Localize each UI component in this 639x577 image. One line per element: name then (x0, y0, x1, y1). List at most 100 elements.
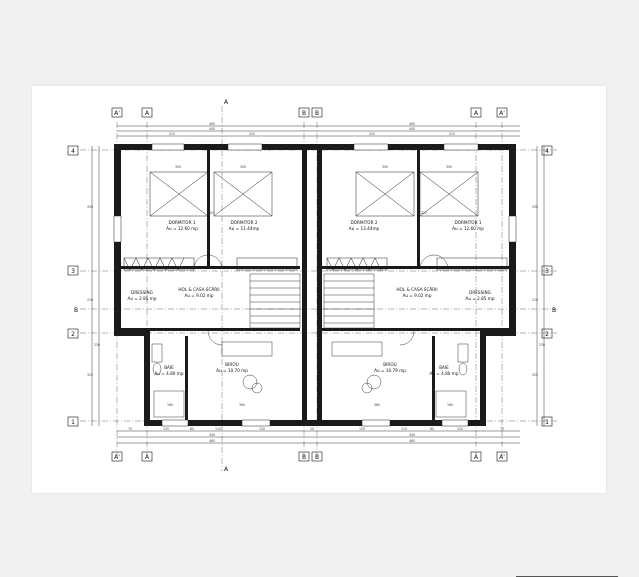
axis-bottom-2: A (145, 454, 150, 461)
room-birou-right-name: BIROU (383, 362, 396, 367)
axis-top-2: A (145, 110, 150, 117)
dim-side-right-4: 325 (532, 373, 538, 377)
axis-top-3: B (302, 110, 306, 117)
room-birou-left-name: BIROU (225, 362, 238, 367)
beds (123, 171, 508, 271)
axis-bottom-5: A (474, 454, 479, 461)
dim-interior-4: 300 (446, 165, 452, 169)
room-dormitor2-right-area: Au = 13.44mp (349, 226, 380, 231)
axis-top-1: A' (114, 110, 120, 117)
dim-bottom-part-6: 20 (310, 427, 314, 431)
axis-right-2: 2 (545, 331, 549, 338)
dim-bottom-part-2: 120 (163, 427, 169, 431)
room-hol-left-area: Au = 9.02 mp (184, 293, 213, 298)
dim-side-left-2: 210 (87, 298, 93, 302)
axis-left-3: 3 (71, 268, 75, 275)
dim-interior-1: 300 (175, 165, 181, 169)
dim-interior-9: 322 (209, 211, 215, 215)
dim-top-mid-left: 440 (209, 127, 215, 131)
drawing-sheet: A' A B B A A' A' A B B A A' 4 3 2 1 4 3 … (32, 86, 618, 577)
dim-bottom-part-5: 120 (259, 427, 265, 431)
dim-interior-5: 360 (239, 403, 245, 407)
dim-side-right-3: 230 (539, 343, 545, 347)
room-dressing-left-name: DRESSING (131, 290, 153, 295)
dim-interior-3: 300 (382, 165, 388, 169)
dim-interior-2: 300 (240, 165, 246, 169)
room-baie-left-area: Au = 4.80 mp (154, 371, 183, 376)
dim-bottom-part-10: 120 (457, 427, 463, 431)
dim-top-mid-right: 440 (409, 127, 415, 131)
dim-top-part-2: 225 (249, 132, 255, 136)
dim-bottom-part-8: 115 (401, 427, 407, 431)
axis-bottom-1: A' (114, 454, 120, 461)
stairs (249, 273, 375, 329)
floor-plan: A' A B B A A' A' A B B A A' 4 3 2 1 4 3 … (67, 99, 557, 473)
axis-right-3: 3 (545, 268, 549, 275)
dim-interior-10: 322 (421, 211, 427, 215)
room-dormitor1-right-name: DORMITOR 1 (454, 220, 481, 225)
dim-interior-8: 160 (447, 403, 453, 407)
dim-top-total-left: 465 (209, 122, 215, 126)
axis-bottom-6: A' (499, 454, 505, 461)
dim-side-right-2: 210 (532, 298, 538, 302)
windows (113, 143, 517, 427)
axis-bottom-4: B (315, 454, 319, 461)
dim-interior-7: 160 (167, 403, 173, 407)
dim-side-left-4: 325 (87, 373, 93, 377)
dimension-lines (91, 125, 545, 444)
dim-bottom-total-right: 465 (409, 439, 415, 443)
dim-top-part-1: 215 (169, 132, 175, 136)
axis-left-2: 2 (71, 331, 75, 338)
dim-bottom-part-9: 80 (430, 427, 434, 431)
dim-bottom-mid-right: 440 (409, 433, 415, 437)
room-hol-right-name: HOL & CASA SCĂRII (396, 287, 437, 292)
room-dormitor2-right-name: DORMITOR 2 (350, 220, 377, 225)
cut-marker-bottom: A (224, 466, 229, 473)
axis-left-1: 1 (71, 419, 75, 426)
room-dormitor2-left-area: Au = 11.44mp (229, 226, 260, 231)
dim-top-total-right: 465 (409, 122, 415, 126)
room-baie-left-name: BAIE (164, 365, 174, 370)
dim-side-left-1: 430 (87, 205, 93, 209)
room-baie-right-name: BAIE (439, 365, 449, 370)
room-dormitor2-left-name: DORMITOR 2 (230, 220, 257, 225)
dim-bottom-mid-left: 440 (209, 433, 215, 437)
doors (193, 254, 449, 346)
room-birou-right-area: Au = 10.79 mp (374, 368, 406, 373)
dimension-labels: 465 465 440 440 215 225 225 215 70 120 8… (87, 122, 545, 443)
room-labels: DORMITOR 1 Au = 12.60 mp DORMITOR 2 Au =… (127, 220, 494, 376)
dim-top-part-3: 225 (369, 132, 375, 136)
dim-interior-6: 360 (374, 403, 380, 407)
section-marker-right: B (552, 307, 556, 314)
axis-right-1: 1 (545, 419, 549, 426)
room-hol-right-area: Au = 9.02 mp (402, 293, 431, 298)
axis-left-4: 4 (71, 148, 75, 155)
dim-top-part-4: 215 (449, 132, 455, 136)
walls (114, 144, 516, 426)
axis-bottom-3: B (302, 454, 306, 461)
axis-right-4: 4 (545, 148, 549, 155)
dim-bottom-part-1: 70 (128, 427, 132, 431)
dim-side-right-1: 430 (532, 205, 538, 209)
dim-bottom-part-11: 70 (500, 427, 504, 431)
axis-top-6: A' (499, 110, 505, 117)
dim-bottom-part-7: 120 (359, 427, 365, 431)
dim-bottom-part-3: 80 (190, 427, 194, 431)
room-dormitor1-left-area: Au = 12.60 mp (166, 226, 198, 231)
cut-marker-top: A (224, 99, 229, 106)
furniture (151, 341, 469, 418)
dim-bottom-total-left: 465 (209, 439, 215, 443)
axis-top-4: B (315, 110, 319, 117)
axis-labels: A' A B B A A' A' A B B A A' 4 3 2 1 4 3 … (71, 99, 556, 473)
dim-bottom-part-4: 115 (215, 427, 221, 431)
axis-top-5: A (474, 110, 479, 117)
dim-side-left-3: 230 (94, 343, 100, 347)
room-hol-left-name: HOL & CASA SCĂRII (178, 287, 219, 292)
room-dressing-right-name: DRESSING (469, 290, 491, 295)
room-birou-left-area: Au = 10.70 mp (216, 368, 248, 373)
room-baie-right-area: Au = 4.80 mp (429, 371, 458, 376)
room-dormitor1-right-area: Au = 12.60 mp (452, 226, 484, 231)
room-dressing-left-area: Au = 2.85 mp (127, 296, 156, 301)
axis-bubbles (67, 107, 553, 462)
room-dressing-right-area: Au = 2.85 mp (465, 296, 494, 301)
